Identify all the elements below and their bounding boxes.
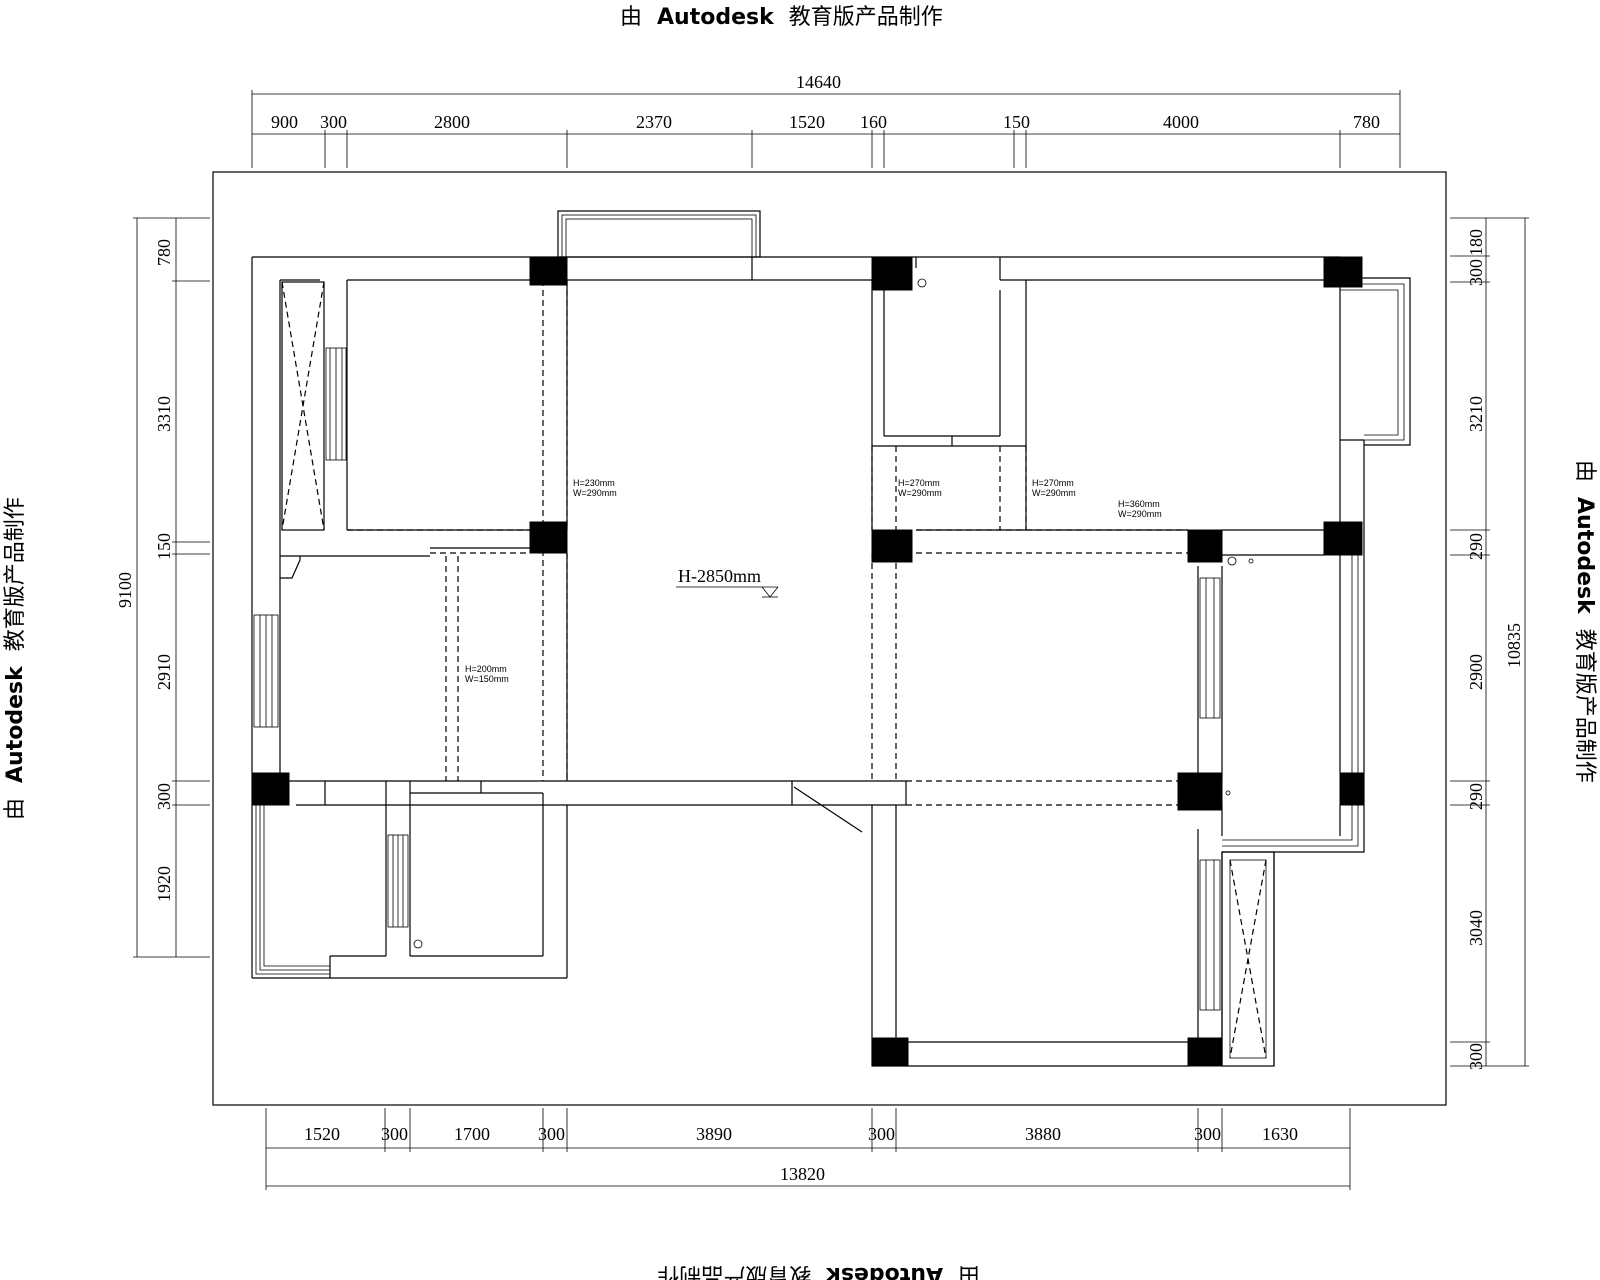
watermark-right-suffix: 教育版产品制作 bbox=[1572, 629, 1597, 783]
dim-right-6: 3040 bbox=[1466, 910, 1486, 946]
dim-right-1: 300 bbox=[1466, 259, 1486, 286]
dim-top-2: 2800 bbox=[434, 112, 470, 132]
beam3-w: W=290mm bbox=[1032, 488, 1076, 498]
watermark-left-suffix: 教育版产品制作 bbox=[3, 497, 28, 651]
dim-right-3: 290 bbox=[1466, 533, 1486, 560]
columns bbox=[251, 256, 1365, 1067]
dim-bottom-2: 1700 bbox=[454, 1124, 490, 1144]
dim-right-0: 180 bbox=[1466, 229, 1486, 256]
column bbox=[1323, 256, 1363, 288]
dim-right-7: 300 bbox=[1466, 1043, 1486, 1070]
watermark-right-brand: Autodesk bbox=[1572, 497, 1597, 615]
dim-bottom-6: 3880 bbox=[1025, 1124, 1061, 1144]
watermark-bottom-brand: Autodesk bbox=[825, 1262, 943, 1280]
watermark-left: 由 Autodesk 教育版产品制作 bbox=[3, 497, 28, 820]
dim-bottom-8: 1630 bbox=[1262, 1124, 1298, 1144]
drawing-frame bbox=[212, 171, 1447, 1106]
dim-top-total: 14640 bbox=[796, 72, 841, 92]
watermark-right-prefix: 由 bbox=[1572, 460, 1597, 482]
column bbox=[1187, 529, 1223, 563]
dim-bottom-3: 300 bbox=[538, 1124, 565, 1144]
column bbox=[529, 256, 568, 286]
beam1-h: H=230mm bbox=[573, 478, 615, 488]
watermark-top-brand: Autodesk bbox=[657, 5, 775, 30]
column bbox=[871, 1037, 909, 1067]
left-dimensions: 9100 780 3310 150 2910 300 1920 bbox=[115, 217, 210, 958]
walls bbox=[251, 210, 1411, 1067]
top-dimensions: 14640 900 300 2800 2370 1520 160 150 400… bbox=[251, 72, 1401, 168]
beam5-h: H=200mm bbox=[465, 664, 507, 674]
watermark-bottom: 由 Autodesk 教育版产品制作 bbox=[657, 1262, 980, 1280]
column bbox=[529, 521, 568, 554]
column bbox=[1339, 772, 1365, 806]
dim-top-1: 300 bbox=[320, 112, 347, 132]
column bbox=[1323, 521, 1363, 556]
dim-top-0: 900 bbox=[271, 112, 298, 132]
dim-right-2: 3210 bbox=[1466, 396, 1486, 432]
dim-top-3: 2370 bbox=[636, 112, 672, 132]
annotations: H-2850mm H=230mm W=290mm H=270mm W=290mm… bbox=[465, 478, 1162, 684]
dim-bottom-1: 300 bbox=[381, 1124, 408, 1144]
beams bbox=[347, 280, 1188, 806]
column bbox=[1187, 1037, 1223, 1067]
column bbox=[251, 772, 290, 806]
watermark-top-prefix: 由 bbox=[620, 5, 642, 30]
beam4-h: H=360mm bbox=[1118, 499, 1160, 509]
ceiling-height-label: H-2850mm bbox=[678, 566, 761, 586]
dim-top-5: 160 bbox=[860, 112, 887, 132]
watermark-top: 由 Autodesk 教育版产品制作 bbox=[620, 5, 943, 30]
dim-left-total: 9100 bbox=[115, 572, 135, 608]
dim-top-7: 4000 bbox=[1163, 112, 1199, 132]
dim-left-1: 3310 bbox=[154, 396, 174, 432]
dim-top-4: 1520 bbox=[789, 112, 825, 132]
dim-bottom-total: 13820 bbox=[780, 1164, 825, 1184]
dim-left-5: 1920 bbox=[154, 866, 174, 902]
dim-right-total: 10835 bbox=[1504, 623, 1524, 668]
watermark-left-prefix: 由 bbox=[3, 798, 28, 820]
dim-top-6: 150 bbox=[1003, 112, 1030, 132]
beam4-w: W=290mm bbox=[1118, 509, 1162, 519]
dim-left-2: 150 bbox=[154, 533, 174, 560]
beam2-h: H=270mm bbox=[898, 478, 940, 488]
dim-bottom-5: 300 bbox=[868, 1124, 895, 1144]
dim-left-4: 300 bbox=[154, 783, 174, 810]
column bbox=[1177, 772, 1223, 811]
right-dimensions: 180 300 3210 290 2900 290 3040 300 10835 bbox=[1450, 217, 1529, 1070]
watermark-bottom-prefix: 由 bbox=[958, 1262, 980, 1280]
dim-left-3: 2910 bbox=[154, 654, 174, 690]
column bbox=[871, 529, 913, 563]
dim-right-4: 2900 bbox=[1466, 654, 1486, 690]
dim-top-8: 780 bbox=[1353, 112, 1380, 132]
dim-bottom-4: 3890 bbox=[696, 1124, 732, 1144]
watermark-left-brand: Autodesk bbox=[3, 665, 28, 783]
dim-bottom-0: 1520 bbox=[304, 1124, 340, 1144]
column bbox=[871, 256, 913, 291]
dim-right-5: 290 bbox=[1466, 783, 1486, 810]
watermark-top-suffix: 教育版产品制作 bbox=[789, 5, 943, 30]
beam5-w: W=150mm bbox=[465, 674, 509, 684]
beam3-h: H=270mm bbox=[1032, 478, 1074, 488]
beam2-w: W=290mm bbox=[898, 488, 942, 498]
bottom-dimensions: 13820 1520 300 1700 300 3890 300 3880 30… bbox=[265, 1108, 1351, 1190]
dim-bottom-7: 300 bbox=[1194, 1124, 1221, 1144]
watermark-bottom-suffix: 教育版产品制作 bbox=[657, 1262, 811, 1280]
dim-left-0: 780 bbox=[154, 239, 174, 266]
beam1-w: W=290mm bbox=[573, 488, 617, 498]
watermark-right: 由 Autodesk 教育版产品制作 bbox=[1572, 460, 1597, 783]
